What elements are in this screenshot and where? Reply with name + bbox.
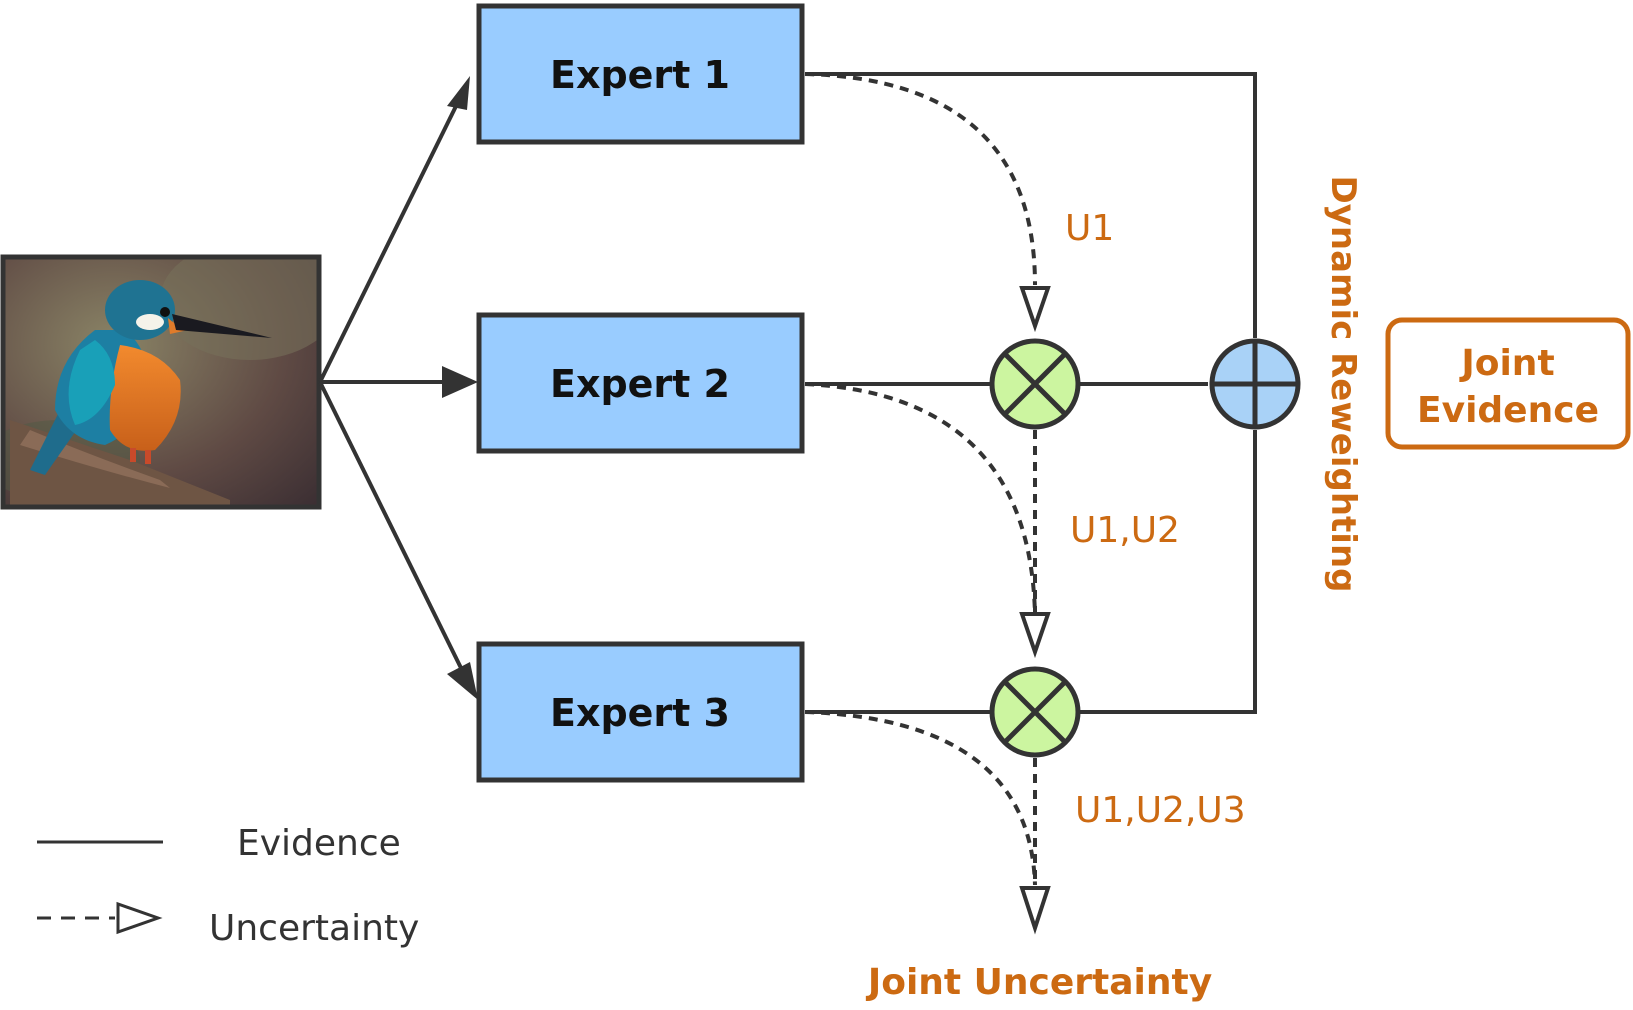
sum-node <box>1209 338 1301 430</box>
arrowhead-expert-3 <box>447 662 478 700</box>
legend-uncertainty-arrowhead <box>116 901 163 935</box>
joint-evidence-line1: Joint <box>1458 343 1554 384</box>
dynamic-reweighting-label: Dynamic Reweighting <box>1323 176 1363 593</box>
evidence-lines <box>805 72 1257 714</box>
uncertainty-label-1: U1 <box>1065 208 1114 249</box>
joint-evidence-line2: Evidence <box>1417 390 1599 431</box>
open-arrowhead-1 <box>1019 286 1051 333</box>
joint-evidence-box: Joint Evidence <box>1385 317 1631 450</box>
input-image <box>0 254 322 510</box>
open-arrowhead-3 <box>1019 886 1051 935</box>
evidence-line-product-2 <box>1080 430 1257 714</box>
arrow-to-expert-1 <box>318 95 463 383</box>
expert-2-box: Expert 2 <box>476 312 805 454</box>
expert-3-box: Expert 3 <box>476 641 805 783</box>
legend-uncertainty-text: Uncertainty <box>209 908 419 949</box>
uncertainty-path-expert-1 <box>804 72 1037 286</box>
uncertainty-arrowheads <box>1019 286 1051 935</box>
input-arrows <box>318 76 478 700</box>
expert-1-label: Expert 1 <box>550 53 730 97</box>
uncertainty-path-expert-3 <box>804 710 1037 886</box>
expert-3-label: Expert 3 <box>550 691 730 735</box>
multiply-node-1 <box>989 338 1081 430</box>
uncertainty-label-3: U1,U2,U3 <box>1075 790 1246 831</box>
legend: Evidence Uncertainty <box>37 823 419 949</box>
legend-evidence-text: Evidence <box>237 823 401 864</box>
multiply-node-2 <box>989 666 1081 758</box>
uncertainty-label-2: U1,U2 <box>1070 510 1180 551</box>
open-arrowhead-2 <box>1019 612 1051 659</box>
uncertainty-path-expert-2 <box>804 382 1037 616</box>
expert-2-label: Expert 2 <box>550 362 730 406</box>
arrow-to-expert-3 <box>318 381 463 669</box>
evidence-line-expert-1 <box>805 72 1257 338</box>
uncertainty-paths <box>804 72 1037 886</box>
arrowhead-expert-1 <box>447 76 470 110</box>
arrowhead-expert-2 <box>442 366 478 398</box>
expert-1-box: Expert 1 <box>476 3 805 145</box>
joint-uncertainty-label: Joint Uncertainty <box>865 962 1212 1003</box>
